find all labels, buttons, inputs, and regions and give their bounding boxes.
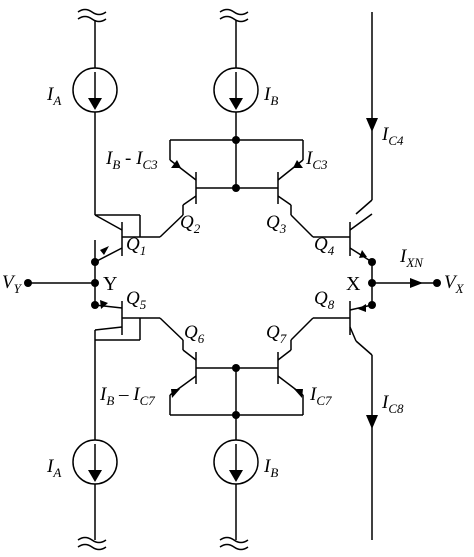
transistor-q2	[169, 159, 197, 206]
junction-dots	[24, 136, 441, 419]
label-ic4: IC4	[381, 124, 404, 148]
current-source-top-left	[72, 67, 118, 113]
label-node-x: X	[346, 273, 361, 295]
transistor-q1	[94, 214, 140, 263]
wires	[28, 12, 437, 540]
label-vy: VY	[2, 272, 23, 296]
label-q6: Q6	[184, 322, 205, 346]
transistor-q6	[169, 349, 197, 398]
label-vx: VX	[444, 272, 465, 296]
label-ib-top: IB	[263, 84, 278, 108]
label-q5: Q5	[126, 288, 147, 312]
current-source-bottom-mid	[213, 439, 259, 485]
label-ic3: IC3	[305, 148, 328, 172]
transistor-q7	[277, 349, 304, 398]
transistor-q5	[94, 300, 140, 335]
label-q7: Q7	[266, 322, 287, 346]
label-q1: Q1	[126, 234, 146, 258]
current-source-bottom-left	[72, 439, 118, 485]
label-node-y: Y	[103, 273, 117, 295]
label-ib-minus-ic3: IB - IC3	[105, 148, 158, 172]
label-q8: Q8	[314, 288, 335, 312]
label-q4: Q4	[314, 234, 335, 258]
transistor-q4	[349, 213, 373, 263]
label-ia-bottom: IA	[46, 456, 61, 480]
label-ic8: IC8	[381, 392, 404, 416]
transistor-q3	[277, 159, 304, 206]
current-arrows	[366, 118, 423, 429]
label-ixn: IXN	[399, 246, 424, 270]
label-q3: Q3	[266, 212, 287, 236]
label-ib-bottom: IB	[263, 456, 278, 480]
label-ic7: IC7	[309, 384, 332, 408]
current-source-top-mid	[213, 67, 259, 113]
supply-break-symbols	[77, 8, 249, 551]
label-ib-minus-ic7: IB – IC7	[99, 384, 155, 408]
label-ia-top: IA	[46, 84, 61, 108]
transistor-q8	[349, 301, 373, 342]
label-q2: Q2	[180, 212, 201, 236]
